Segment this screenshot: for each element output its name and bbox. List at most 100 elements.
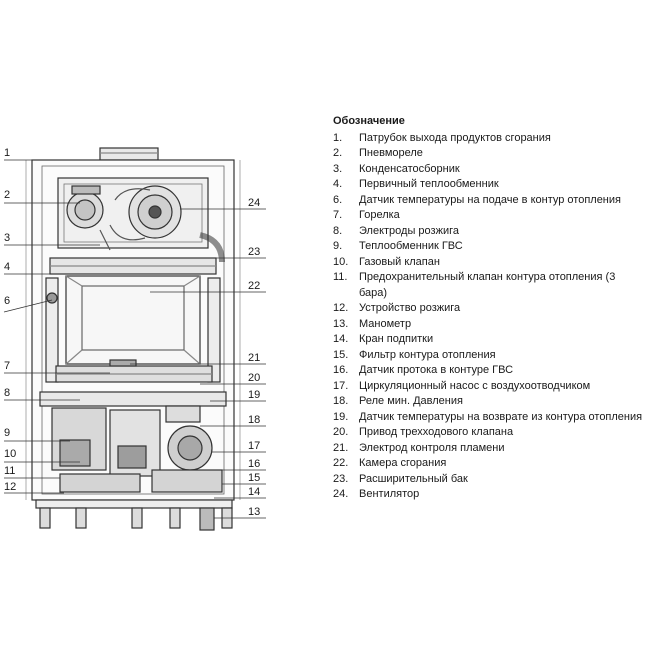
left-callouts: 1 2 3 4 6 7 8 9 10 11 12 xyxy=(4,147,16,493)
callout-8: 8 xyxy=(4,387,10,399)
legend-item-text: Электрод контроля пламени xyxy=(359,441,505,454)
legend-item-number: 19. xyxy=(333,410,349,423)
legend-item-number: 22. xyxy=(333,457,349,469)
legend-item-text: Газовый клапан xyxy=(359,255,440,268)
legend-item-number: 20. xyxy=(333,426,349,438)
legend-item: 10. Газовый клапан xyxy=(333,255,645,271)
legend-item-text: Датчик протока в контуре ГВС xyxy=(359,364,514,376)
legend-item-number: 7. xyxy=(333,209,343,221)
legend-item-text: Кран подпитки xyxy=(359,333,434,345)
callout-2: 2 xyxy=(4,189,10,201)
boiler-body xyxy=(25,147,241,531)
legend-item-text: Электроды розжига xyxy=(359,224,459,237)
legend-item: 8. Электроды розжига xyxy=(333,224,645,240)
legend-item-text: Фильтр контура отопления xyxy=(359,348,496,361)
legend-item: 11. Предохранительный клапан контура отоп… xyxy=(333,270,645,301)
legend-item: 24. Вентилятор xyxy=(333,487,645,503)
callout-16: 16 xyxy=(248,458,260,470)
legend-item: 19. Датчик температуры на возврате из кон… xyxy=(333,410,645,426)
callout-7: 7 xyxy=(4,360,10,372)
legend-item-number: 13. xyxy=(333,317,349,330)
legend-item-number: 17. xyxy=(333,379,349,392)
legend-item: 14. Кран подпитки xyxy=(333,332,645,348)
legend-item: 13. Манометр xyxy=(333,317,645,333)
callout-17: 17 xyxy=(248,440,260,452)
legend-item: 21. Электрод контроля пламени xyxy=(333,441,645,457)
callout-18: 18 xyxy=(248,414,260,426)
legend-item-number: 21. xyxy=(333,441,349,454)
legend-item-number: 1. xyxy=(333,131,343,144)
callout-13: 13 xyxy=(248,506,260,518)
callout-21: 21 xyxy=(248,352,260,364)
legend-item-number: 14. xyxy=(333,333,349,345)
callout-23: 23 xyxy=(248,246,260,258)
legend-item-text: Циркуляционный насос с воздухоотводчиком xyxy=(359,379,591,392)
callout-1: 1 xyxy=(4,147,10,159)
legend-item-text: Вентилятор xyxy=(359,488,420,500)
leader-lines xyxy=(3,159,266,519)
legend-item-text: Камера сгорания xyxy=(359,457,447,469)
legend-item: 20. Привод трехходового клапана xyxy=(333,425,645,441)
legend-item: 3. Конденсатосборник xyxy=(333,162,645,178)
legend-item-text: Первичный теплообменник xyxy=(359,178,499,190)
legend-item-text: Манометр xyxy=(359,317,412,330)
callout-15: 15 xyxy=(248,472,260,484)
legend-item-text: Конденсатосборник xyxy=(359,162,460,175)
legend-item: 6. Датчик температуры на подаче в контур … xyxy=(333,193,645,209)
callout-12: 12 xyxy=(4,481,16,493)
legend-list: 1. Патрубок выхода продуктов сгорания 2. Пн… xyxy=(333,131,645,503)
legend-item-number: 8. xyxy=(333,224,343,237)
legend-item: 18. Реле мин. Давления xyxy=(333,394,645,410)
legend-item-number: 4. xyxy=(333,178,343,190)
legend-item-number: 3. xyxy=(333,162,343,175)
legend-item-text: Горелка xyxy=(359,209,400,221)
legend-item-text: Устройство розжига xyxy=(359,302,461,314)
legend-item-text: Датчик температуры на подаче в контур от… xyxy=(359,193,621,206)
legend-item-text: Патрубок выхода продуктов сгорания xyxy=(359,131,551,144)
legend-item: 22. Камера сгорания xyxy=(333,456,645,472)
callout-3: 3 xyxy=(4,232,10,244)
legend-item: 15. Фильтр контура отопления xyxy=(333,348,645,364)
legend-item-text: Предохранительный клапан контура отоплен… xyxy=(359,271,616,299)
callout-6: 6 xyxy=(4,295,10,307)
callout-9: 9 xyxy=(4,427,10,439)
callout-11: 11 xyxy=(4,465,15,477)
legend-item-text: Пневмореле xyxy=(359,147,423,159)
legend-item: 23. Расширительный бак xyxy=(333,472,645,488)
legend-item-text: Теплообменник ГВС xyxy=(359,240,463,252)
legend: Обозначение 1. Патрубок выхода продуктов … xyxy=(333,114,645,503)
legend-item: 12. Устройство розжига xyxy=(333,301,645,317)
legend-item: 4. Первичный теплообменник xyxy=(333,177,645,193)
callout-22: 22 xyxy=(248,280,260,292)
legend-title: Обозначение xyxy=(333,115,405,127)
legend-item-number: 15. xyxy=(333,348,349,361)
legend-item: 7. Горелка xyxy=(333,208,645,224)
legend-item-number: 23. xyxy=(333,472,349,485)
legend-item-text: Расширительный бак xyxy=(359,472,468,485)
legend-item: 17. Циркуляционный насос с воздухоотводчи… xyxy=(333,379,645,395)
callout-14: 14 xyxy=(248,486,260,498)
callout-10: 10 xyxy=(4,448,16,460)
callout-20: 20 xyxy=(248,372,260,384)
legend-item-text: Привод трехходового клапана xyxy=(359,426,514,438)
legend-item-text: Реле мин. Давления xyxy=(359,395,463,407)
callout-19: 19 xyxy=(248,389,260,401)
legend-item-number: 9. xyxy=(333,240,343,252)
legend-item-number: 10. xyxy=(333,255,349,268)
legend-item-number: 16. xyxy=(333,364,349,376)
legend-item-text: Датчик температуры на возврате из контур… xyxy=(359,410,643,423)
legend-item: 2. Пневмореле xyxy=(333,146,645,162)
legend-item-number: 11. xyxy=(333,271,348,283)
right-callouts: 24 23 22 21 20 19 18 17 16 15 14 13 xyxy=(248,197,260,518)
legend-item-number: 6. xyxy=(333,193,343,206)
legend-item-number: 12. xyxy=(333,302,349,314)
callout-24: 24 xyxy=(248,197,260,209)
legend-item-number: 2. xyxy=(333,147,343,159)
legend-item: 9. Теплообменник ГВС xyxy=(333,239,645,255)
legend-item: 16. Датчик протока в контуре ГВС xyxy=(333,363,645,379)
callout-4: 4 xyxy=(4,261,10,273)
legend-item-number: 18. xyxy=(333,395,349,407)
legend-item: 1. Патрубок выхода продуктов сгорания xyxy=(333,131,645,147)
legend-item-number: 24. xyxy=(333,488,349,500)
